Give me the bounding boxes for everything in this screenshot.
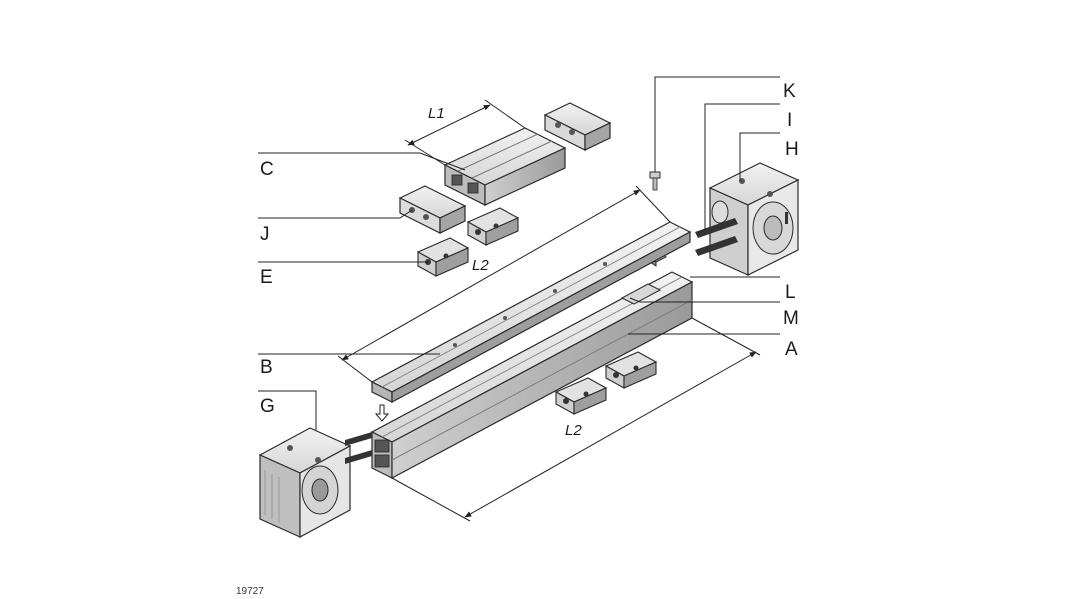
clamp-small-upper <box>466 207 520 246</box>
label-k: K <box>783 81 796 102</box>
label-a: A <box>785 339 798 360</box>
label-b: B <box>260 357 273 378</box>
part-c-short-profile <box>443 127 567 206</box>
part-e-clamp <box>416 237 470 277</box>
label-i: I <box>787 110 792 131</box>
dimension-label-l2-upper: L2 <box>472 257 489 274</box>
label-c: C <box>260 159 274 180</box>
figure-number: 19727 <box>236 586 264 597</box>
label-l: L <box>785 282 796 303</box>
part-i-belts <box>695 200 738 256</box>
label-g: G <box>260 396 275 417</box>
dimension-label-l2-lower: L2 <box>565 422 582 439</box>
label-e: E <box>260 267 273 288</box>
dimension-l2-lower: L2 <box>391 317 761 522</box>
part-g-drive-head <box>258 427 352 539</box>
dimension-l1: L1 <box>404 99 526 166</box>
label-m: M <box>783 308 799 329</box>
dimension-l2-upper: L2 <box>337 185 671 383</box>
part-k-screw <box>649 171 661 191</box>
part-h-drive-head <box>708 162 800 276</box>
leader-lines <box>258 76 780 430</box>
end-block-upper-right <box>543 102 612 151</box>
part-j-block <box>398 185 467 234</box>
label-j: J <box>260 224 270 245</box>
dimension-label-l1: L1 <box>428 105 445 122</box>
label-h: H <box>785 139 799 160</box>
assembly-arrow <box>374 404 390 422</box>
belts-lower <box>345 432 372 464</box>
